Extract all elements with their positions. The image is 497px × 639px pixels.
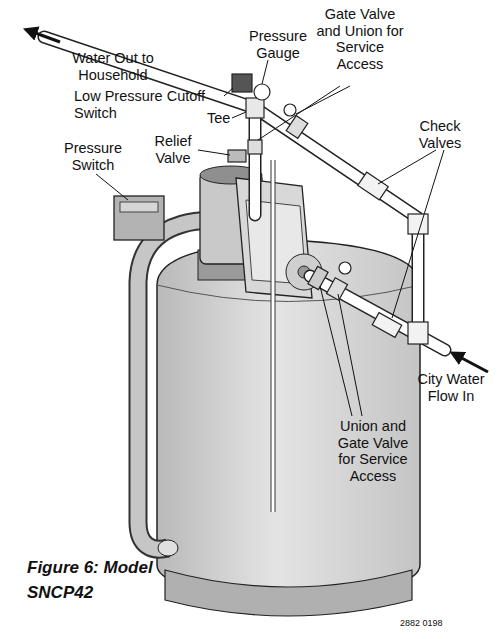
tube (271, 160, 276, 512)
flow-arrow (456, 355, 488, 372)
callout-label: Union and Gate Valve for Service Access (328, 418, 418, 484)
callout-label: Tee (207, 110, 237, 127)
pipes (44, 37, 445, 350)
hose-fitting (158, 540, 178, 556)
callout-label: Pressure Switch (56, 140, 130, 173)
callout-label: Pressure Gauge (240, 28, 316, 61)
figure-code: 2882 0198 (400, 618, 480, 629)
tube-fill (272, 160, 275, 512)
flow-arrow (30, 31, 60, 42)
leader-lines (96, 60, 444, 416)
figure-caption: Figure 6: Model SNCP42 (27, 555, 177, 605)
callout-label: Water Out to Household (58, 50, 168, 83)
callout-label: Relief Valve (142, 133, 204, 166)
callout-label: Check Valves (410, 118, 470, 151)
callout-label: Gate Valve and Union for Service Access (315, 6, 405, 72)
callout-label: City Water Flow In (405, 371, 497, 404)
fittings (228, 74, 428, 344)
pressure-switch (114, 196, 164, 240)
